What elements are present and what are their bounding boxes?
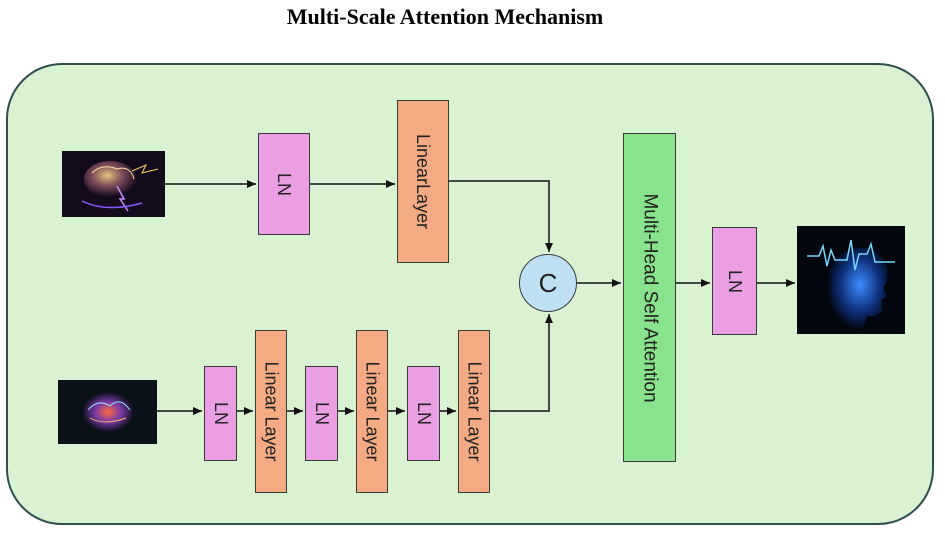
- diagram-title: Multi-Scale Attention Mechanism: [286, 4, 604, 29]
- bottom-linear-layer-2: Linear Layer: [356, 330, 388, 493]
- arrow-linear-top-to-concat: [449, 180, 553, 252]
- bottom-linear-layer-3: Linear Layer: [458, 330, 490, 493]
- bottom-ln-block-1: LN: [204, 366, 237, 461]
- multi-head-self-attention-block: Multi-Head Self Attention: [623, 133, 676, 462]
- input-image-top: [62, 151, 165, 217]
- top-linear-layer: LinearLayer: [397, 100, 449, 263]
- arrow-linear3-to-concat: [490, 314, 553, 412]
- input-image-bottom: [58, 380, 157, 444]
- bottom-ln-block-3: LN: [407, 366, 440, 461]
- concat-node: C: [519, 254, 577, 312]
- bottom-linear-layer-1: Linear Layer: [255, 330, 287, 493]
- bottom-ln-block-2: LN: [305, 366, 338, 461]
- top-ln-block: LN: [258, 133, 310, 235]
- output-image: [797, 226, 905, 334]
- output-ln-block: LN: [712, 227, 757, 335]
